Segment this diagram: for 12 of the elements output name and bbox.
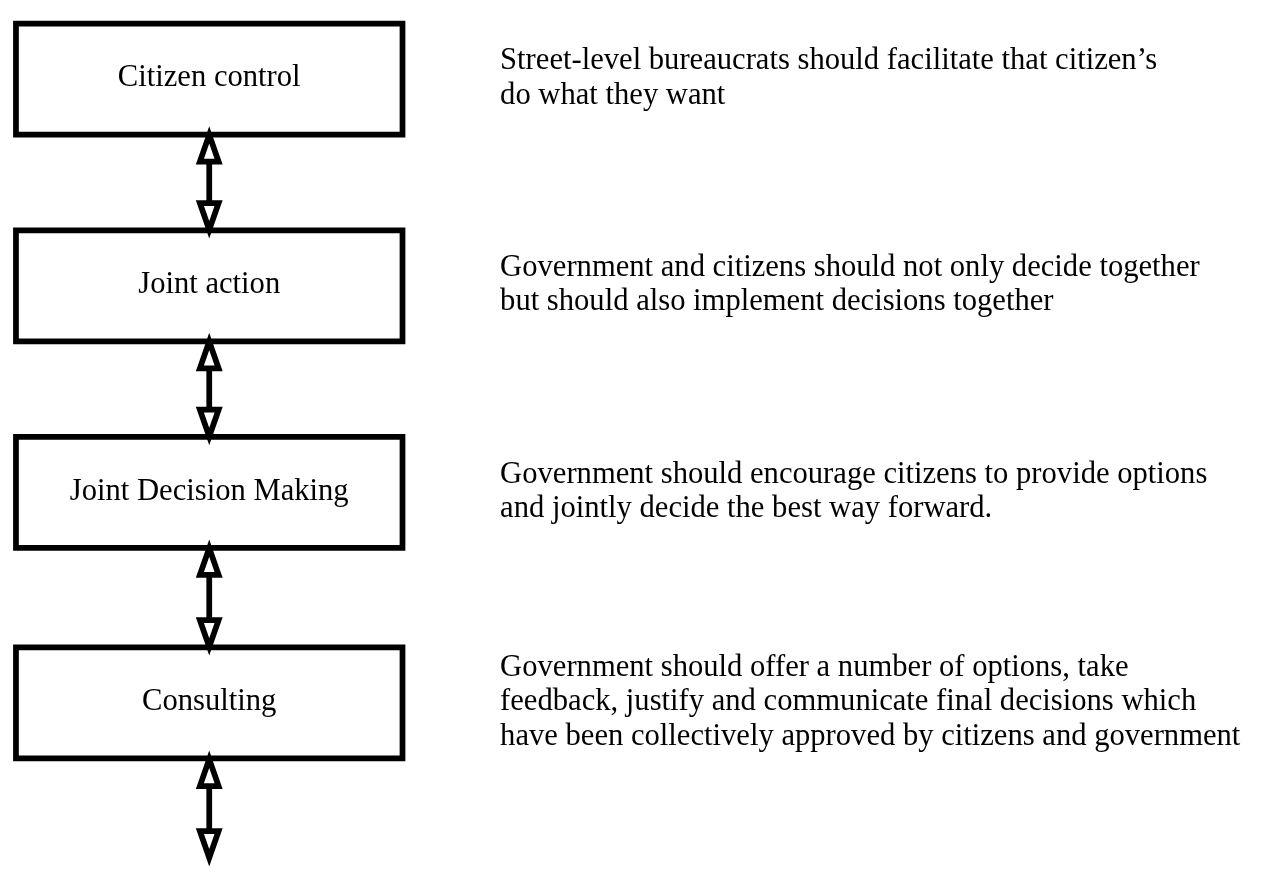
arrow <box>195 539 223 656</box>
node-box: Joint action <box>13 227 406 345</box>
node-label: Government should encourage citizens to provide options and jointly decide the best way forward. <box>500 455 1208 524</box>
node-label: Government should offer a number of options, take feedback, justify and communicate final decisions which have been collectively approved by citizens and government <box>500 648 1241 752</box>
arrow <box>195 126 223 239</box>
node-box: Consulting <box>13 644 406 762</box>
node-box: Joint Decision Making <box>13 434 406 551</box>
arrow <box>195 332 223 446</box>
node-label: Government and citizens should not only decide together but should also implement decisions together <box>500 248 1200 318</box>
node-box: Citizen control <box>13 20 406 138</box>
arrow <box>195 750 223 867</box>
node-label: Street-level bureaucrats should facilitate that citizen’s do what they want <box>500 42 1158 111</box>
